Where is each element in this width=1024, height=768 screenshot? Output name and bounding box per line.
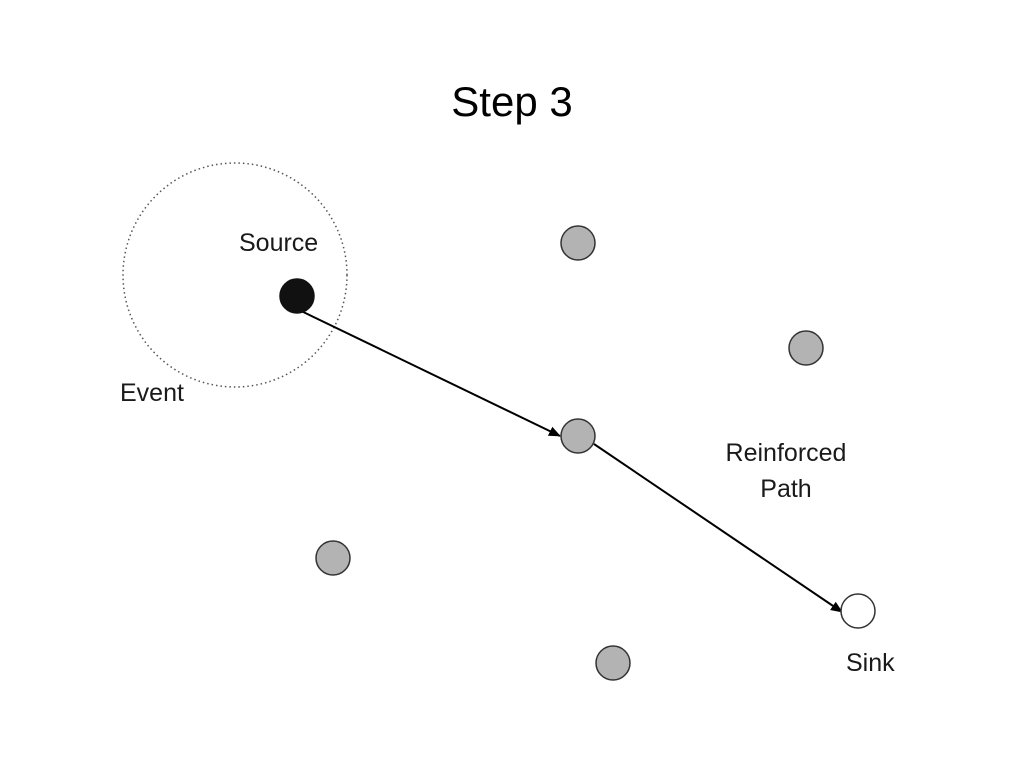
source-node: [279, 278, 315, 314]
reinforced-path-label-line2: Path: [760, 475, 811, 503]
sink-node: [840, 593, 876, 629]
path-edge-source-to-relay: [296, 308, 561, 437]
node-bottom-left: [315, 540, 351, 576]
node-right: [788, 330, 824, 366]
event-region: [122, 162, 348, 388]
node-top-center: [560, 225, 596, 261]
node-bottom-center: [595, 645, 631, 681]
slide-title: Step 3: [451, 78, 573, 125]
event-label: Event: [120, 379, 184, 407]
sink-label: Sink: [846, 649, 895, 677]
node-relay-center: [560, 418, 596, 454]
path-edge-relay-to-sink: [593, 443, 843, 613]
source-label: Source: [239, 229, 318, 257]
reinforced-path-label-line1: Reinforced: [726, 439, 847, 467]
